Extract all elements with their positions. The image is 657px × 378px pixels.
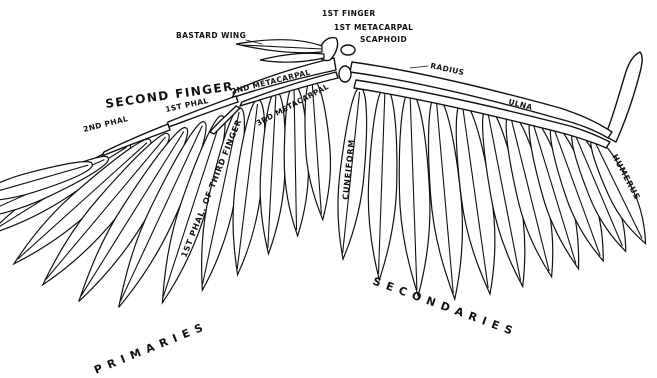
label-scaphoid: SCAPHOID bbox=[360, 35, 407, 44]
label-first-finger: 1ST FINGER bbox=[322, 9, 376, 18]
label-radius: RADIUS bbox=[430, 61, 466, 77]
label-bastard-wing: BASTARD WING bbox=[176, 31, 246, 40]
cuneiform-bone bbox=[339, 66, 351, 82]
secondary-feather bbox=[396, 91, 433, 296]
bastard-wing-feathers bbox=[236, 40, 324, 62]
secondary-feathers bbox=[331, 87, 657, 301]
scaphoid-bone bbox=[341, 45, 355, 55]
secondary-feather bbox=[365, 87, 400, 280]
label-primaries: PRIMARIES bbox=[92, 319, 210, 377]
label-secondaries: SECONDARIES bbox=[371, 275, 520, 340]
label-second-phal: 2ND PHAL bbox=[82, 114, 129, 134]
label-first-metacarpal: 1ST METACARPAL bbox=[334, 23, 413, 32]
humerus-bone bbox=[605, 52, 642, 142]
